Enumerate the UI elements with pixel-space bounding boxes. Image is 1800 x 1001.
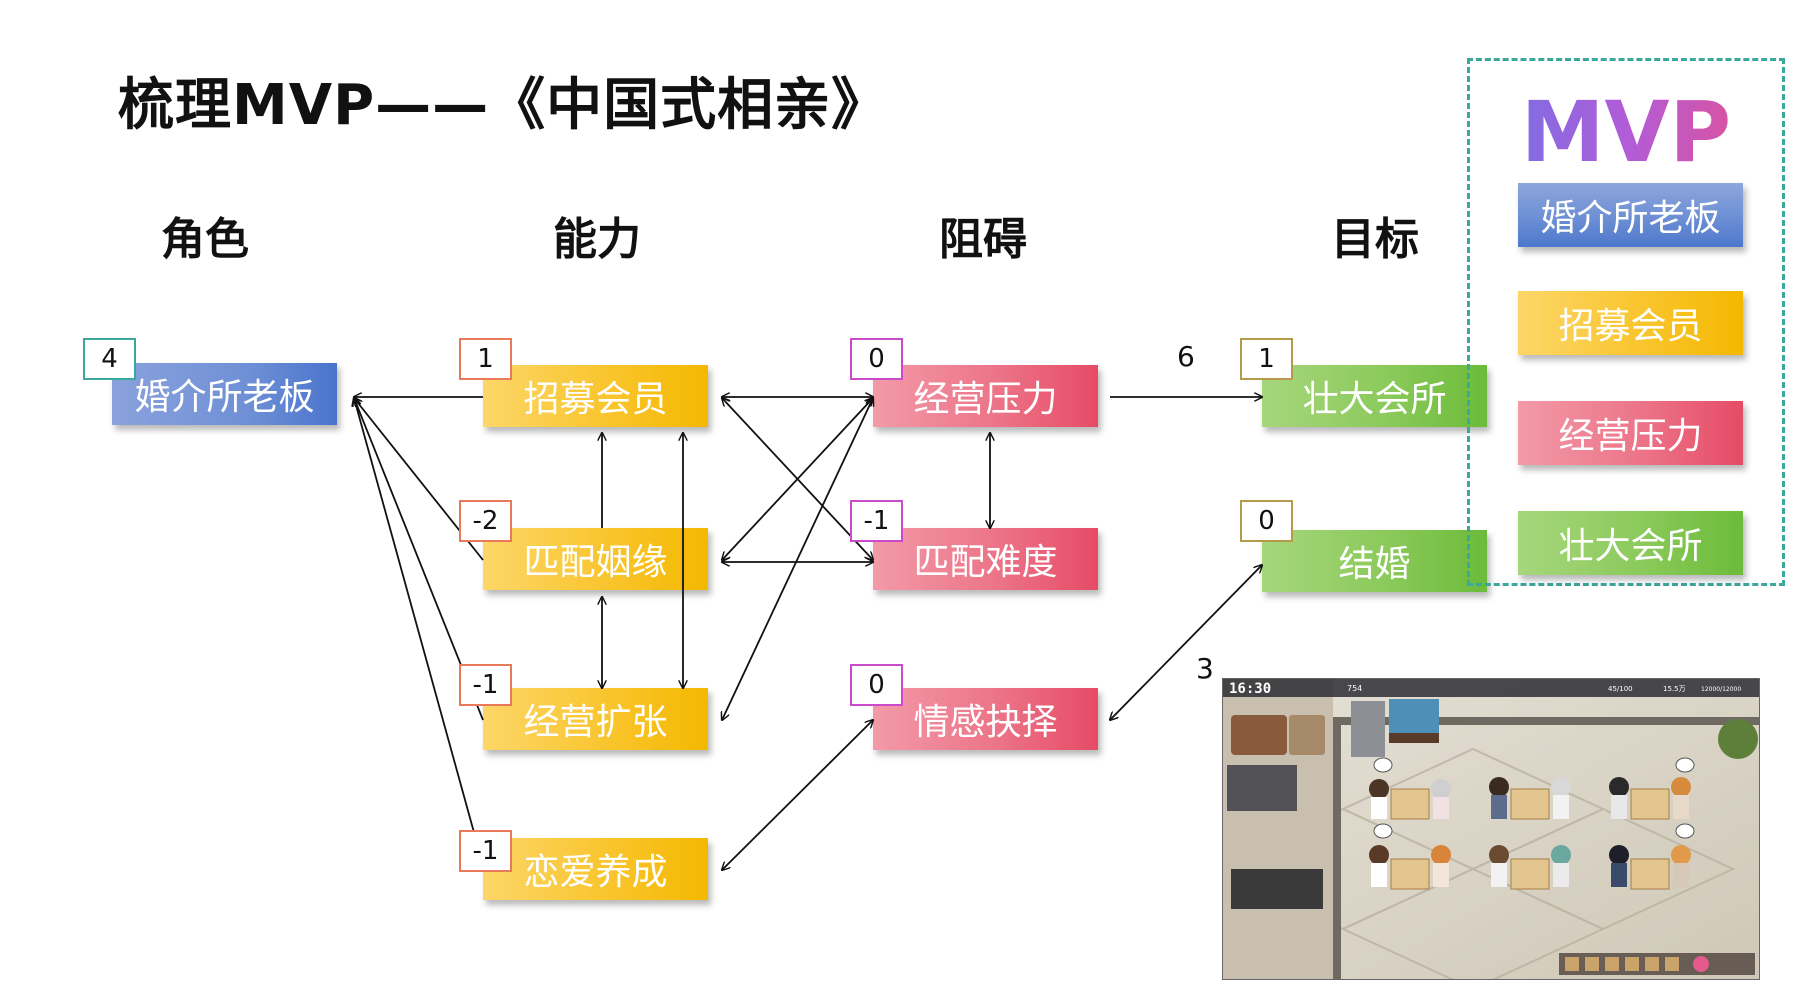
legend-item-grow: 壮大会所 (1518, 511, 1743, 575)
page-title: 梳理MVP——《中国式相亲》 (118, 73, 889, 138)
game-energy: 12000/12000 (1701, 686, 1741, 693)
score-badge-match: -2 (459, 500, 512, 542)
node-recruit: 招募会员 (483, 365, 708, 427)
node-expand: 经营扩张 (483, 688, 708, 750)
edge-romance-emotion (722, 720, 873, 870)
node-romance: 恋爱养成 (483, 838, 708, 900)
score-badge-marry: 0 (1240, 500, 1293, 542)
node-marry-label: 结婚 (1338, 544, 1411, 585)
node-difficulty: 匹配难度 (873, 528, 1098, 590)
legend-item-boss: 婚介所老板 (1518, 183, 1743, 247)
node-recruit-label: 招募会员 (523, 379, 668, 420)
node-difficulty-label: 匹配难度 (913, 542, 1058, 583)
score-badge-difficulty: -1 (850, 500, 903, 542)
legend-item-recruit: 招募会员 (1518, 291, 1743, 355)
game-rating: 15.5万 (1663, 685, 1686, 693)
score-badge-recruit: 1 (459, 338, 512, 380)
column-header-goal: 目标 (1331, 214, 1419, 265)
edge-label-pressure-grow: 6 (1177, 340, 1195, 373)
dating-tables (1369, 777, 1691, 890)
game-screenshot: 16:30 754 45/100 15.5万 12000/12000 (1222, 678, 1760, 980)
edge-romance-boss (354, 398, 484, 866)
score-badge-expand: -1 (459, 664, 512, 706)
game-scene-illustration: 16:30 754 45/100 15.5万 12000/12000 (1223, 679, 1759, 979)
node-boss-label: 婚介所老板 (134, 377, 315, 418)
mvp-legend: MVP 婚介所老板 招募会员 经营压力 壮大会所 (1467, 58, 1785, 586)
column-header-role: 角色 (161, 214, 249, 265)
node-grow: 壮大会所 (1262, 365, 1487, 427)
score-badge-emotion: 0 (850, 664, 903, 706)
score-badge-boss: 4 (83, 338, 136, 380)
game-clock: 16:30 (1229, 681, 1271, 697)
score-badge-pressure: 0 (850, 338, 903, 380)
node-emotion-label: 情感抉择 (913, 702, 1058, 743)
node-marry: 结婚 (1262, 530, 1487, 592)
node-match: 匹配姻缘 (483, 528, 708, 590)
game-members: 45/100 (1608, 685, 1633, 693)
score-badge-romance: -1 (459, 830, 512, 872)
node-pressure-label: 经营压力 (913, 379, 1058, 420)
column-header-obstacle: 阻碍 (939, 214, 1027, 265)
game-money: 754 (1347, 684, 1362, 693)
node-emotion: 情感抉择 (873, 688, 1098, 750)
node-expand-label: 经营扩张 (523, 702, 668, 743)
node-romance-label: 恋爱养成 (523, 852, 668, 893)
edge-label-emotion-marry: 3 (1196, 652, 1214, 685)
node-match-label: 匹配姻缘 (523, 542, 668, 583)
node-boss: 婚介所老板 (112, 363, 337, 425)
column-header-ability: 能力 (553, 214, 641, 265)
legend-title: MVP (1470, 83, 1782, 181)
legend-item-pressure: 经营压力 (1518, 401, 1743, 465)
node-pressure: 经营压力 (873, 365, 1098, 427)
node-grow-label: 壮大会所 (1302, 379, 1447, 420)
score-badge-grow: 1 (1240, 338, 1293, 380)
